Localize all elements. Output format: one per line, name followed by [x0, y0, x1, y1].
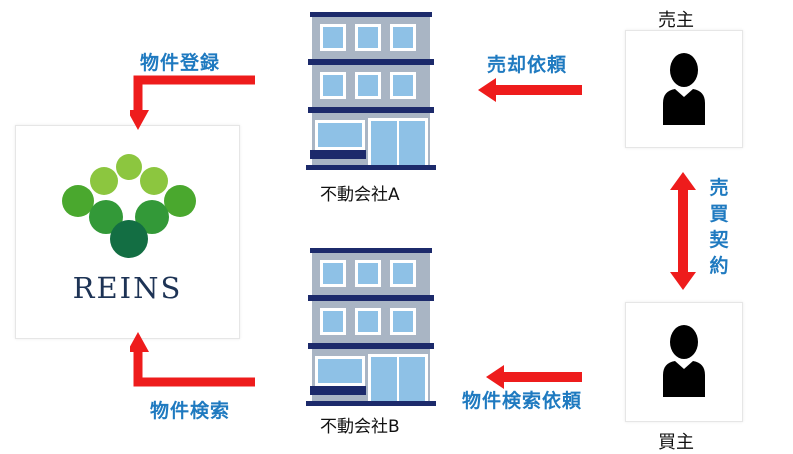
property-registration-label: 物件登録: [140, 52, 221, 74]
sales-contract-char: 約: [709, 255, 729, 277]
registration-arrow-icon: [130, 75, 255, 130]
buyer-label: 買主: [658, 432, 694, 453]
buyer-card: [625, 302, 743, 422]
reins-logo-text: REINS: [72, 271, 183, 305]
sales-contract-char: 売: [709, 177, 729, 199]
property-search-label: 物件検索: [150, 400, 231, 422]
building-a-icon: [306, 12, 436, 170]
sales-contract-char: 契: [709, 229, 729, 251]
sale-request-label: 売却依頼: [487, 54, 568, 76]
search-request-arrow-icon: [486, 365, 582, 389]
search-request-label: 物件検索依頼: [462, 390, 583, 412]
company-b-label: 不動会社B: [320, 417, 400, 437]
sales-contract-label: 売 買 契 約: [706, 175, 732, 279]
seller-card: [625, 30, 743, 148]
company-a-label: 不動会社A: [320, 185, 400, 205]
building-b-icon: [306, 248, 436, 406]
person-icon: [663, 325, 705, 397]
sales-contract-arrow-icon: [670, 172, 696, 290]
person-icon: [663, 53, 705, 125]
seller-label: 売主: [658, 10, 694, 31]
sale-request-arrow-icon: [478, 78, 582, 102]
sales-contract-char: 買: [709, 203, 729, 225]
reins-logo-icon: [62, 154, 196, 258]
reins-logo-card: REINS: [15, 125, 240, 339]
search-arrow-icon: [130, 332, 255, 387]
